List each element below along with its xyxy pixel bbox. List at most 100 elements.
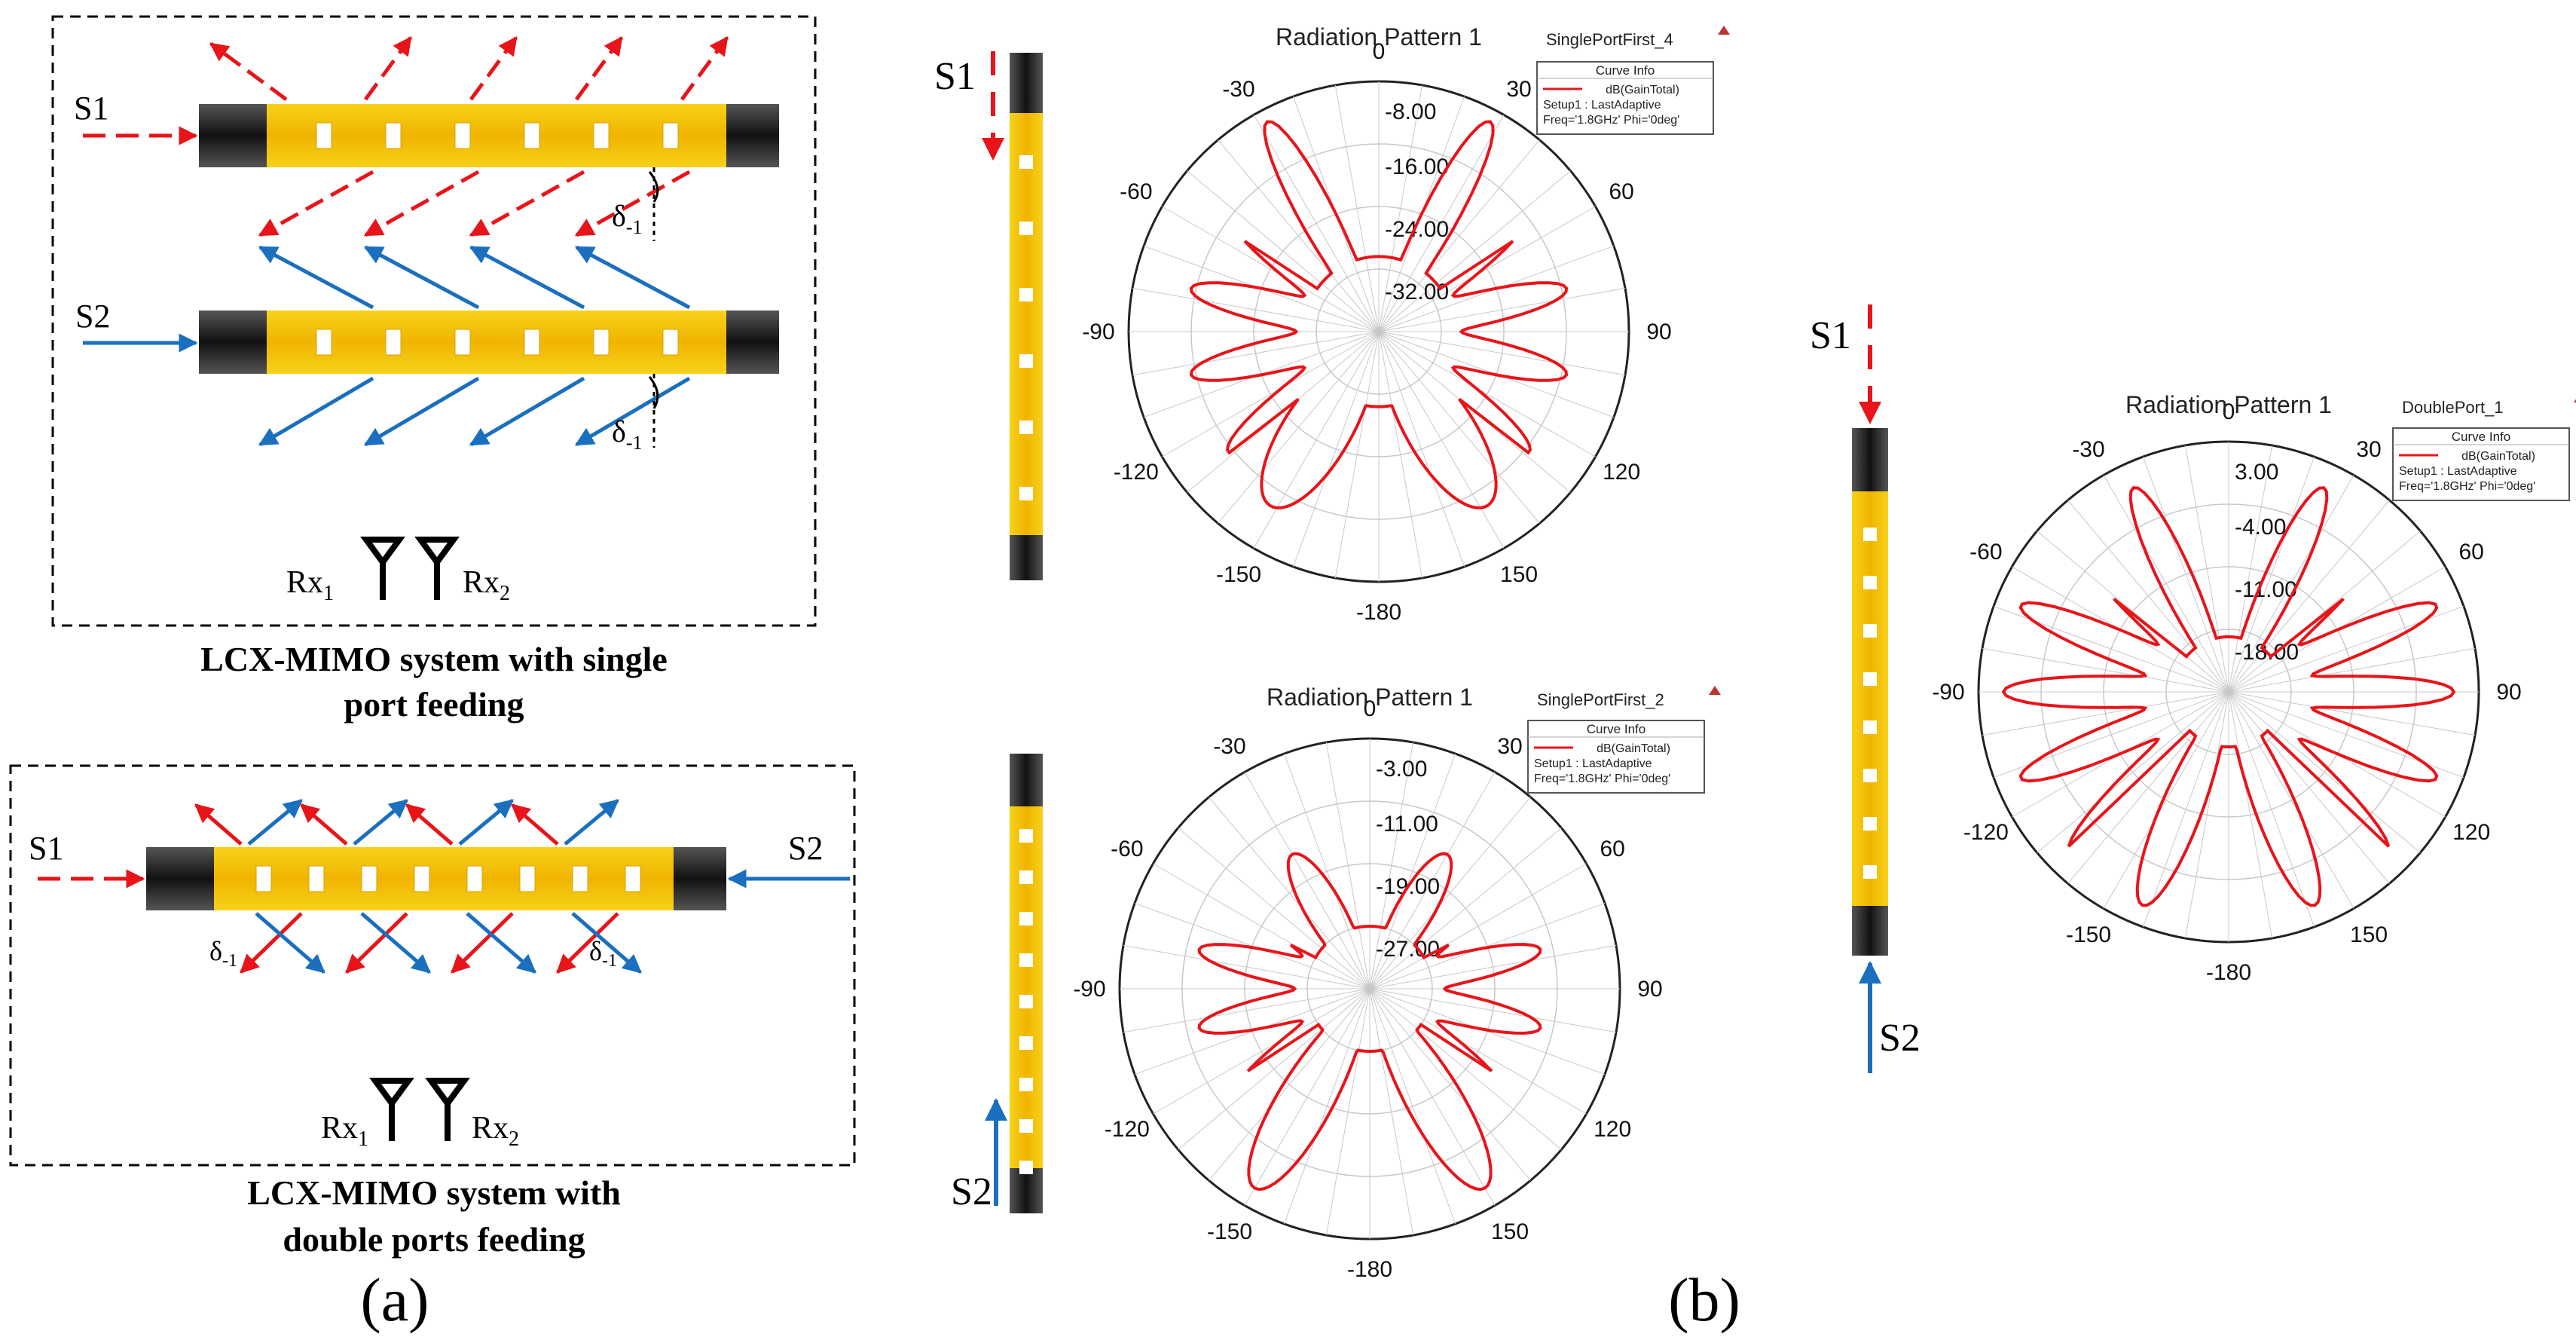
radiation-arrow-blue — [469, 376, 585, 447]
polar-angle-label: 0 — [1373, 39, 1386, 64]
polar-angle-label: -30 — [1213, 734, 1245, 759]
cable-slot — [1863, 769, 1877, 782]
polar-spoke — [1153, 988, 1371, 1115]
rx1-antenna-icon — [360, 537, 405, 600]
polar-spoke — [2103, 691, 2229, 909]
polar-spoke — [1369, 988, 1587, 1115]
polar-spoke — [1378, 331, 1505, 549]
cable-slot — [1019, 912, 1033, 925]
polar-spoke — [2037, 531, 2229, 693]
radiation-arrow-blue — [571, 912, 642, 974]
cable-slot — [572, 865, 588, 892]
cable-slot — [625, 865, 641, 892]
polar-angle-label: 90 — [1637, 977, 1662, 1002]
polar-spoke — [1253, 331, 1380, 549]
angle-label-1: δ-1 — [612, 199, 643, 238]
radiation-arrow-blue — [247, 799, 303, 846]
polar-angle-label: 30 — [1497, 734, 1522, 759]
polar-spoke — [1123, 988, 1371, 1033]
polar-radial-label: -8.00 — [1385, 99, 1436, 124]
polar-spoke — [1369, 902, 1606, 990]
cable-slot — [385, 122, 402, 149]
polar-spoke — [1369, 742, 1414, 990]
cable-slot — [662, 329, 679, 356]
polar-angle-label: 90 — [1646, 320, 1671, 344]
cable-slot — [361, 865, 377, 892]
polar-spoke — [1378, 331, 1465, 567]
double-s2-label: S2 — [788, 830, 823, 867]
radiation-arrow-blue — [363, 376, 480, 447]
single-caption-line2: port feeding — [344, 685, 524, 724]
radiation-arrow-red — [194, 803, 243, 846]
polar-angle-label: 120 — [1594, 1117, 1631, 1142]
legend-text: Setup1 : LastAdaptive — [1543, 99, 1661, 112]
polar-spoke — [1325, 988, 1371, 1236]
polar-spoke — [1209, 988, 1371, 1181]
radiation-arrow-blue — [574, 245, 691, 310]
polar-angle-label: 60 — [1600, 837, 1624, 861]
polar-spoke — [2228, 647, 2476, 693]
cable-slot — [385, 329, 402, 356]
polar-spoke — [1153, 863, 1371, 990]
polar-spoke — [1369, 988, 1456, 1225]
radiation-arrow-red — [680, 35, 729, 101]
polar-spoke — [1378, 287, 1626, 332]
legend-text: Setup1 : LastAdaptive — [1534, 757, 1652, 770]
polar-spoke — [1244, 772, 1371, 990]
polar-spoke — [2228, 691, 2354, 909]
radiation-arrow-blue — [360, 912, 431, 974]
cable-slot — [1863, 720, 1877, 734]
polar-spoke — [2067, 500, 2229, 693]
polar-spoke — [1134, 988, 1371, 1075]
polar-spoke — [2142, 691, 2229, 928]
polar-spoke — [1378, 170, 1571, 332]
collapse-triangle-icon[interactable] — [1718, 26, 1730, 35]
cable-slot — [454, 122, 471, 149]
polar-spoke — [2228, 456, 2315, 693]
gain-total-curve — [1197, 852, 1542, 1192]
polar-radial-label: 3.00 — [2235, 460, 2278, 485]
cable-slot — [1019, 421, 1033, 434]
double-port-frame — [9, 764, 856, 1167]
panel-a-double: S1 S2 δ-1 δ-1 Rx1 Rx2 LCX-MIMO system wi… — [9, 764, 856, 1334]
polar-spoke — [2228, 500, 2390, 693]
cable-slot — [1019, 1078, 1033, 1091]
single-cable-2 — [199, 311, 779, 374]
radiation-arrow-red — [363, 35, 413, 101]
polar-spoke — [1369, 797, 1531, 990]
polar-spoke — [1369, 828, 1562, 990]
double-angle-left: δ-1 — [209, 936, 237, 971]
polar-plot-single-port-first-4: 0306090120150-180-150-120-90-60-30-8.00-… — [1082, 23, 1730, 625]
polar-angle-label: -150 — [1207, 1219, 1252, 1244]
cable-slot — [1019, 1119, 1033, 1133]
polar-angle-label: 0 — [2223, 399, 2235, 424]
rx1-label-single: Rx1 — [286, 565, 334, 605]
polar-radial-label: -4.00 — [2235, 515, 2286, 540]
polar-spoke — [2228, 691, 2421, 853]
panel-b-label: (b) — [1668, 1265, 1740, 1334]
collapse-triangle-icon[interactable] — [2574, 393, 2576, 402]
legend-box — [1527, 720, 1705, 794]
radiation-arrow-red — [574, 170, 691, 237]
polar-spoke — [1325, 742, 1371, 990]
vertical-cable-top — [1010, 53, 1043, 580]
polar-spoke — [1378, 206, 1596, 332]
design-name: DoublePort_1 — [2402, 398, 2504, 417]
cable-slot — [1863, 672, 1877, 686]
polar-radial-label: -3.00 — [1376, 757, 1427, 782]
rx2-label-single: Rx2 — [463, 565, 510, 605]
cable-slot — [1019, 870, 1033, 884]
polar-angle-label: 0 — [1364, 696, 1377, 721]
plot-title: Radiation Pattern 1 — [1267, 684, 1473, 711]
legend-box — [2392, 427, 2570, 501]
radiation-arrow-blue — [258, 245, 374, 310]
radiation-arrow-blue — [469, 245, 585, 310]
polar-spoke — [1369, 988, 1617, 1033]
cable-slot — [1019, 222, 1033, 235]
cable-slot — [1019, 1161, 1033, 1174]
collapse-triangle-icon[interactable] — [1709, 686, 1721, 695]
polar-spoke — [1369, 988, 1414, 1236]
polar-spoke — [1982, 691, 2229, 736]
polar-spoke — [1132, 287, 1380, 332]
polar-spoke — [2228, 475, 2354, 693]
